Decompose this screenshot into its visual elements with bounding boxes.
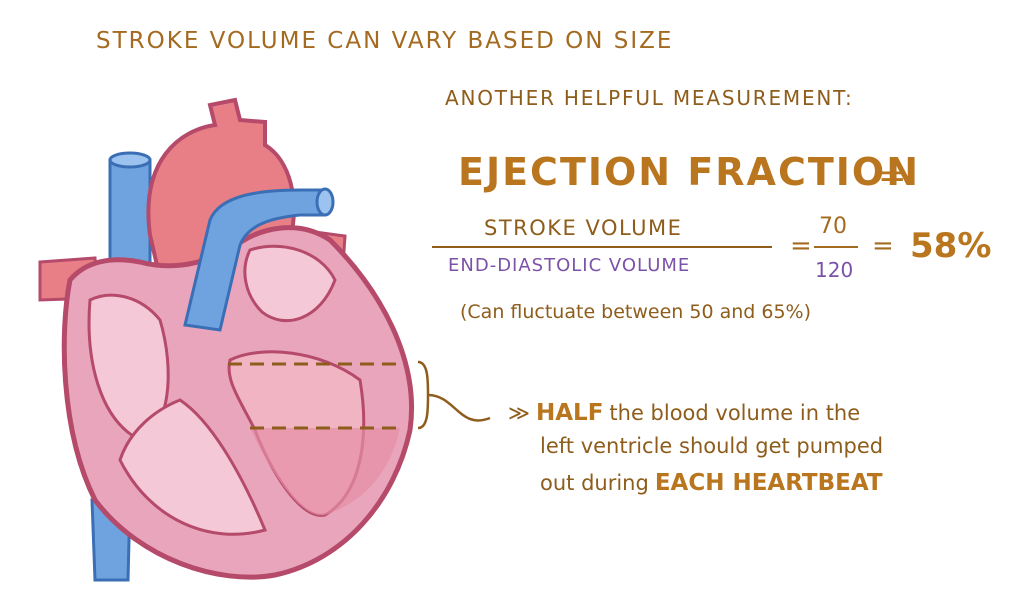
arrow-icon: ≫ [508,401,530,425]
half-line1-text: the blood volume in the [609,401,861,425]
heartbeat-emphasis: EACH HEARTBEAT [654,470,883,496]
bracket [417,360,430,430]
value-denominator: 120 [815,258,854,282]
left-atrium [243,244,337,322]
subtitle: ANOTHER HELPFUL MEASUREMENT: [445,86,854,110]
ejection-fraction-label: EJECTION FRACTION [458,150,921,194]
half-line3-text: out during [540,471,649,495]
equals-sign: = [878,156,907,196]
right-ventricle [118,398,268,536]
pulmonary-artery-opening [315,187,335,217]
equals-sign-3: = [872,231,894,261]
bracket-connector [427,393,491,422]
fluctuation-note: (Can fluctuate between 50 and 65%) [460,301,812,323]
value-fraction-line [814,246,858,248]
result-value: 58% [910,226,992,266]
vena-cava-top [108,151,152,169]
half-statement-line2: left ventricle should get pumped [540,434,884,458]
fraction-numerator: STROKE VOLUME [484,216,683,240]
fraction-line [432,246,772,248]
value-numerator: 70 [819,214,847,239]
half-emphasis: HALF [535,400,604,426]
equals-sign-2: = [790,231,812,261]
fraction-denominator: END-DIASTOLIC VOLUME [448,255,691,276]
left-ventricle-lower [250,428,400,516]
page-title: STROKE VOLUME CAN VARY BASED ON SIZE [96,28,674,54]
